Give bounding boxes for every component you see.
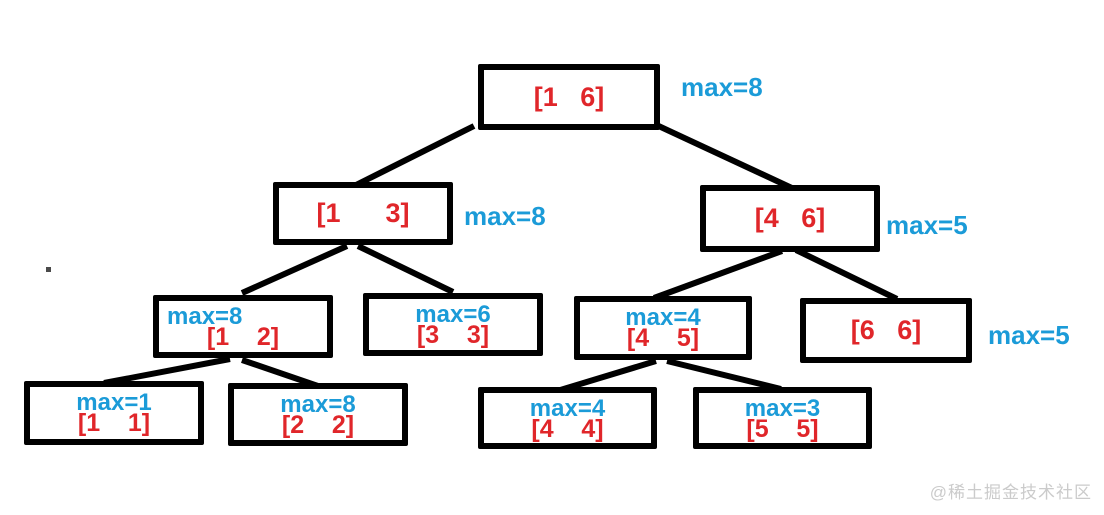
watermark-text: @稀土掘金技术社区	[929, 483, 1092, 502]
tree-node-6-6: [6 6]	[800, 298, 972, 363]
node-range-label: [1 2]	[206, 323, 280, 351]
edge-4-5-to-4-4	[556, 358, 657, 394]
tree-node-1-1: max=1 [1 1]	[24, 381, 204, 445]
node-range-label: [1 6]	[533, 81, 605, 112]
node-range-label: [4 4]	[531, 415, 604, 443]
stray-ink-mark	[46, 267, 51, 272]
edge-4-5-to-5-5	[666, 358, 782, 392]
edge-4-6-to-4-5	[652, 248, 784, 301]
node-range-label: [3 3]	[416, 321, 490, 349]
tree-node-3-3: max=6 [3 3]	[363, 293, 543, 356]
node-range-label: [6 6]	[850, 315, 922, 345]
tree-node-4-4: max=4 [4 4]	[478, 387, 657, 449]
node-max-label: max=3	[744, 395, 821, 422]
node-max-label: max=4	[529, 395, 606, 422]
node-max-label: max=8	[167, 303, 243, 330]
node-max-label-6-6: max=5	[988, 320, 1070, 350]
node-max-label: max=1	[76, 389, 152, 416]
edge-1-6-to-4-6	[648, 119, 796, 192]
node-max-label: max=8	[280, 391, 356, 418]
node-max-label-4-6: max=5	[886, 210, 968, 240]
node-range-label: [2 2]	[281, 411, 355, 439]
node-max-label: max=6	[415, 301, 491, 328]
node-range-label: [5 5]	[746, 415, 819, 443]
node-range-label: [1 1]	[77, 409, 151, 437]
tree-node-1-6: [1 6]	[478, 64, 660, 130]
node-range-label: [1 3]	[316, 198, 410, 228]
node-max-label: max=4	[625, 304, 701, 331]
edge-4-6-to-6-6	[794, 247, 899, 302]
edge-1-2-to-2-2	[241, 357, 319, 389]
node-max-label-1-6: max=8	[681, 72, 763, 102]
edge-1-3-to-1-2	[240, 243, 349, 296]
edge-1-2-to-1-1	[103, 356, 231, 386]
node-range-label: [4 6]	[754, 203, 826, 233]
tree-node-5-5: max=3 [5 5]	[693, 387, 872, 449]
tree-node-1-2: max=8 [1 2]	[153, 295, 333, 358]
node-range-label: [4 5]	[626, 324, 700, 352]
edge-1-3-to-3-3	[356, 243, 455, 295]
tree-node-1-3: [1 3]	[273, 182, 453, 245]
tree-node-4-6: [4 6]	[700, 185, 880, 252]
edge-1-6-to-1-3	[350, 123, 476, 190]
tree-node-4-5: max=4 [4 5]	[574, 296, 752, 360]
node-max-label-1-3: max=8	[464, 201, 546, 231]
tree-node-2-2: max=8 [2 2]	[228, 383, 408, 446]
